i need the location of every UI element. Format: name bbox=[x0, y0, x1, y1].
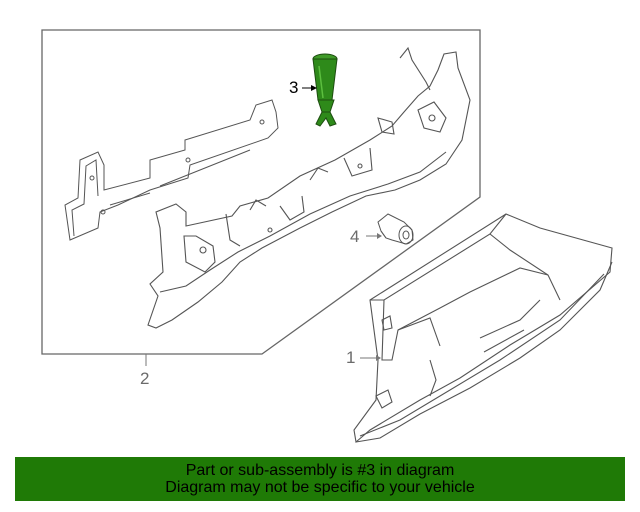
leader-lines bbox=[145, 87, 381, 366]
banner-line-1: Part or sub-assembly is #3 in diagram bbox=[185, 462, 455, 479]
part-3-highlighted-plug bbox=[312, 53, 338, 127]
arrowheads bbox=[311, 85, 382, 361]
callout-part-4: 4 bbox=[350, 227, 360, 246]
callout-part-3: 3 bbox=[289, 78, 299, 97]
part-1-glove-box bbox=[353, 213, 613, 444]
part-4-bumper bbox=[377, 213, 414, 245]
notice-banner: Part or sub-assembly is #3 in diagram Di… bbox=[15, 457, 625, 501]
banner-line-2: Diagram may not be specific to your vehi… bbox=[165, 479, 475, 496]
assembly-frame bbox=[41, 29, 481, 355]
lower-panel-carrier bbox=[147, 46, 471, 329]
callout-part-2: 2 bbox=[140, 369, 150, 388]
reinforcement-bracket bbox=[64, 99, 279, 241]
callout-part-1: 1 bbox=[346, 348, 356, 367]
